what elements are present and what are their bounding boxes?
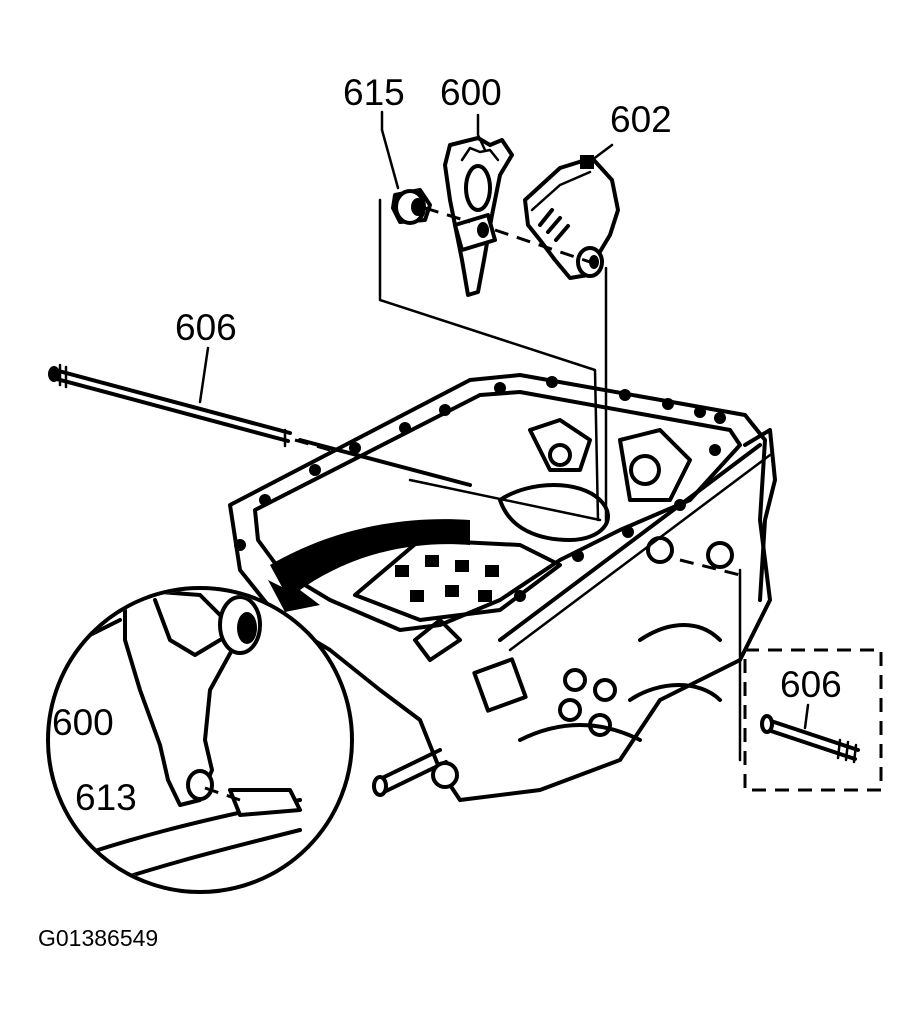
transmission-housing: [228, 373, 777, 802]
bushing-615: [391, 188, 432, 225]
callout-606-left: 606: [175, 307, 237, 348]
detent-plate-602: [523, 155, 620, 280]
callout-600-top: 600: [440, 72, 502, 113]
pin-606-left: [48, 363, 331, 452]
figure-id: G01386549: [38, 925, 158, 951]
lower-housing: [413, 536, 734, 742]
shift-fork-600: [443, 136, 514, 297]
callout-615: 615: [343, 72, 405, 113]
pin-606-right-box: [679, 558, 883, 792]
shift-rail-left: [298, 438, 472, 487]
explosion-lines: [378, 198, 742, 762]
output-shaft: [372, 748, 459, 797]
callout-602: 602: [610, 99, 672, 140]
selector-shaft: [498, 443, 762, 642]
valve-body: [353, 538, 562, 622]
callout-613: 613: [75, 777, 137, 818]
callout-606-right: 606: [780, 664, 842, 705]
callout-600-detail: 600: [52, 702, 114, 743]
internal-mechanism: [408, 418, 692, 542]
detail-view: [46, 586, 354, 894]
